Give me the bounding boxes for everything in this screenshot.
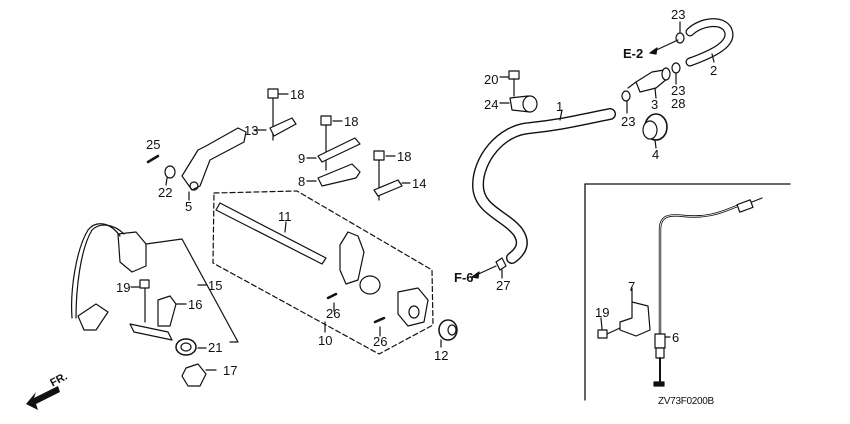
part-label: 14 <box>412 176 427 191</box>
grommet-21 <box>175 338 207 356</box>
part-label: 26 <box>373 334 388 349</box>
plate-14 <box>373 179 411 197</box>
fuel-filter-3 <box>627 67 671 99</box>
part-label: 21 <box>208 340 223 355</box>
part-label: 7 <box>628 279 636 294</box>
part-label: 19 <box>595 305 610 320</box>
bracket-7 <box>619 287 651 337</box>
inset-frame <box>584 183 791 401</box>
clamp-23-left <box>621 90 631 114</box>
part-label: 27 <box>496 278 511 293</box>
part-label: 23 <box>621 114 636 129</box>
part-label: 13 <box>244 123 259 138</box>
part-label: 16 <box>188 297 203 312</box>
clip-17 <box>181 363 217 387</box>
plate-9 <box>306 137 361 163</box>
part-label: 10 <box>318 333 333 348</box>
pin-26-b <box>373 316 386 337</box>
part-label: 11 <box>278 209 292 224</box>
part-label: 24 <box>484 97 499 112</box>
plate-13 <box>253 117 297 137</box>
clip-27 <box>495 257 507 279</box>
fuel-hose-1-drawing <box>472 108 616 264</box>
pin-26-a <box>326 292 338 312</box>
plate-8 <box>306 163 361 187</box>
reference-f6[interactable]: F-6 <box>454 270 474 285</box>
leader-2 <box>711 53 715 63</box>
shift-arm <box>397 287 429 327</box>
part-label: 23 <box>671 7 686 22</box>
part-label: 19 <box>116 280 131 295</box>
reference-e2[interactable]: E-2 <box>623 46 644 61</box>
part-label: 26 <box>326 306 341 321</box>
front-arrow-icon <box>26 386 60 410</box>
part-label: 17 <box>223 363 238 378</box>
part-label: 22 <box>158 185 173 200</box>
diagram-code: ZV73F0200B <box>658 396 714 407</box>
shift-bracket <box>339 231 381 295</box>
part-label: 8 <box>298 174 306 189</box>
grommet-4 <box>642 113 668 149</box>
clamp-24 <box>499 95 538 113</box>
connector <box>77 303 109 331</box>
cable-6 <box>653 197 763 387</box>
part-label: 23 <box>671 83 686 98</box>
part-label: 28 <box>671 96 686 111</box>
part-label: 1 <box>556 99 564 114</box>
part-label: 18 <box>290 87 305 102</box>
nut-12 <box>438 319 458 348</box>
part-label: 5 <box>185 199 193 214</box>
part-label: 20 <box>484 72 499 87</box>
part-label: 12 <box>434 348 449 363</box>
clamp-23-28 <box>671 62 681 85</box>
bolt-20 <box>499 70 520 97</box>
e2-arrow-head <box>649 47 658 55</box>
bolt-19-a <box>130 279 150 323</box>
assembly-10-outline <box>212 190 434 355</box>
clamp-23-top <box>675 21 685 44</box>
pin-25 <box>146 154 160 164</box>
part-label: 9 <box>298 151 306 166</box>
bolt-19-b <box>597 317 621 339</box>
bracket-16 <box>129 295 187 341</box>
part-label: 4 <box>652 147 660 162</box>
part-label: 2 <box>710 63 718 78</box>
part-label: 6 <box>672 330 680 345</box>
part-label: 3 <box>651 97 659 112</box>
f6-arrow-head <box>471 271 480 279</box>
switch-15 <box>71 223 239 343</box>
bolt-18-b <box>320 115 343 171</box>
hose-2-drawing <box>685 18 734 67</box>
washer-22 <box>164 165 176 186</box>
lever-5 <box>181 127 247 201</box>
part-label: 18 <box>397 149 412 164</box>
part-label: 18 <box>344 114 359 129</box>
part-label: 25 <box>146 137 161 152</box>
shaft-11 <box>215 202 327 265</box>
part-label: 15 <box>208 278 223 293</box>
